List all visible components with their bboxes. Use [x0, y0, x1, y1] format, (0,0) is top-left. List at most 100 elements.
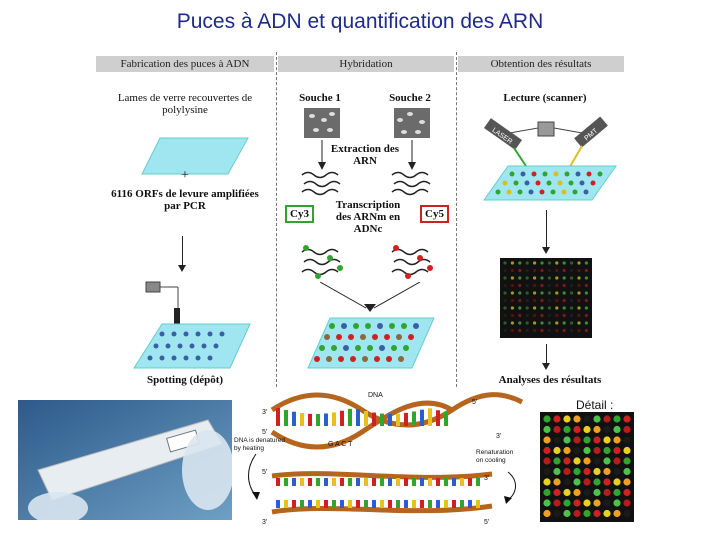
spotting-label: Spotting (dépôt): [120, 374, 250, 386]
array-spot: [613, 489, 620, 496]
array-spot: [553, 436, 560, 443]
array-spot: [623, 510, 630, 517]
array-spot: [603, 415, 610, 422]
base: [276, 478, 280, 486]
cy3-dye-label: Cy3: [285, 205, 314, 223]
array-spot: [338, 356, 344, 362]
array-spot: [365, 323, 371, 329]
base: [404, 500, 408, 508]
array-spot: [603, 510, 610, 517]
array-spot: [529, 190, 534, 195]
analyses-label: Analyses des résultats: [480, 374, 620, 386]
base: [292, 500, 296, 508]
array-spot: [565, 172, 570, 177]
array-spot: [585, 269, 588, 272]
array-spot: [558, 181, 563, 186]
array-spot: [503, 284, 506, 287]
array-spot: [585, 291, 588, 294]
array-spot: [583, 510, 590, 517]
array-spot: [563, 261, 566, 264]
array-spot: [526, 299, 529, 302]
microarray-photo: [18, 400, 232, 520]
column-header-fabrication: Fabrication des puces à ADN: [96, 56, 274, 72]
array-spot: [503, 306, 506, 309]
array-spot: [613, 510, 620, 517]
array-spot: [623, 489, 630, 496]
array-spot: [374, 356, 380, 362]
array-spot: [540, 269, 543, 272]
base-pair: [428, 408, 432, 426]
array-spot: [518, 306, 521, 309]
base: [364, 500, 368, 508]
array-spot: [613, 468, 620, 475]
array-spot: [360, 334, 366, 340]
array-spot: [577, 321, 580, 324]
column-divider: [456, 52, 457, 392]
array-spot: [585, 284, 588, 287]
denatured-line2: by heating: [234, 445, 264, 452]
spotting-robot-image: [132, 280, 252, 375]
array-spot: [350, 356, 356, 362]
array-spot: [518, 291, 521, 294]
array-spot: [543, 457, 550, 464]
array-spot: [511, 276, 514, 279]
array-spot: [379, 345, 385, 351]
base: [468, 500, 472, 508]
array-spot: [623, 415, 630, 422]
base: [284, 500, 288, 508]
base: [460, 478, 464, 486]
array-spot: [573, 489, 580, 496]
array-spot: [613, 457, 620, 464]
array-spot: [570, 306, 573, 309]
array-spot: [585, 276, 588, 279]
array-spot: [593, 510, 600, 517]
array-spot: [533, 276, 536, 279]
array-spot: [553, 510, 560, 517]
array-spot: [353, 323, 359, 329]
base: [380, 478, 384, 486]
base: [316, 478, 320, 486]
five-prime-label: 5': [262, 429, 267, 436]
base: [436, 478, 440, 486]
array-spot: [336, 334, 342, 340]
array-spot: [511, 299, 514, 302]
array-spot: [413, 323, 419, 329]
renaturation-line2: on cooling: [476, 457, 506, 464]
array-spot: [533, 306, 536, 309]
scanner-image: LASER PMT: [478, 110, 618, 202]
array-spot: [398, 356, 404, 362]
array-spot: [563, 284, 566, 287]
base: [340, 478, 344, 486]
array-spot: [553, 489, 560, 496]
array-spot: [511, 314, 514, 317]
array-spot: [543, 499, 550, 506]
hybridized-array-image: [306, 316, 436, 370]
arrow-down: [546, 210, 547, 248]
array-spot: [593, 436, 600, 443]
array-spot: [563, 314, 566, 317]
array-spot: [563, 415, 570, 422]
array-spot: [555, 329, 558, 332]
array-spot: [613, 426, 620, 433]
array-spot: [533, 299, 536, 302]
array-spot: [548, 306, 551, 309]
array-spot: [577, 314, 580, 317]
array-spot: [518, 276, 521, 279]
base-pair: [444, 412, 448, 426]
souche1-label: Souche 1: [290, 92, 350, 104]
array-spot: [507, 190, 512, 195]
base: [460, 500, 464, 508]
array-spot: [543, 447, 550, 454]
array-spot: [511, 291, 514, 294]
array-spot: [408, 334, 414, 340]
merge-arrows: [300, 282, 440, 312]
array-spot: [518, 190, 523, 195]
array-spot: [580, 181, 585, 186]
base: [372, 478, 376, 486]
array-spot: [555, 284, 558, 287]
array-spot: [591, 181, 596, 186]
array-spot: [518, 269, 521, 272]
array-spot: [563, 457, 570, 464]
base: [428, 478, 432, 486]
yeast-strain2-image: [394, 108, 430, 138]
